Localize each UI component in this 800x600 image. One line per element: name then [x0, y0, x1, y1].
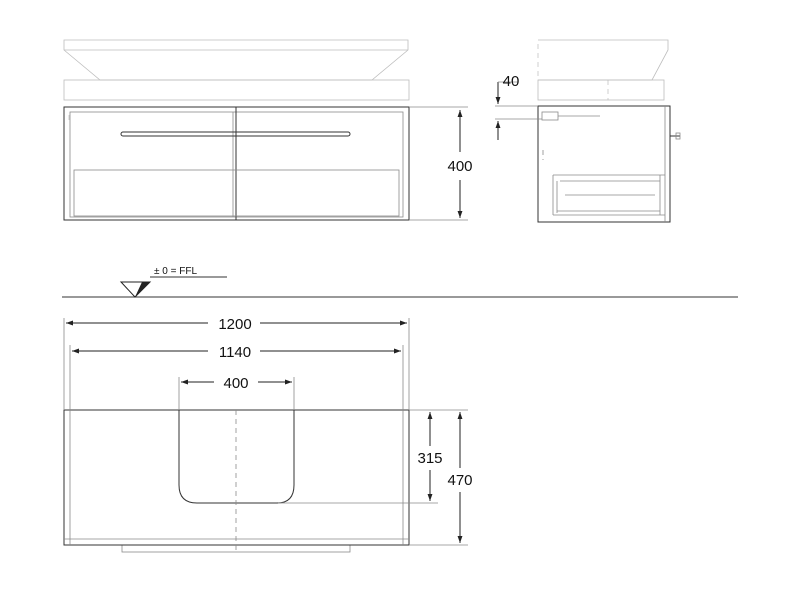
side-countertop: [537, 79, 665, 101]
side-pipe-block: [541, 111, 559, 121]
front-countertop: [63, 79, 410, 101]
plan-depth-dimension: 470: [447, 472, 472, 489]
plan-cutout-depth-dimension: 315: [417, 450, 442, 467]
front-handle: [120, 131, 351, 137]
side-basin-outline: [538, 39, 669, 81]
level-marker-fill: [135, 282, 150, 297]
plan-cutout-width-dimension: 400: [223, 375, 248, 392]
front-height-dimension: 400: [447, 158, 472, 175]
plan-width-overall-dimension: 1200: [218, 316, 251, 333]
side-cabinet-body: [537, 105, 671, 223]
side-wall-bolt-head: [675, 132, 681, 140]
plan-width-inner-dimension: 1140: [219, 344, 251, 361]
side-top-thickness-dimension: 40: [503, 73, 520, 90]
front-basin-outline: [63, 39, 409, 81]
front-lower-drawer: [73, 169, 400, 217]
side-elevation: 40: [495, 39, 681, 223]
plan-cutout: [178, 410, 295, 504]
plan-cabinet-outline: [63, 409, 410, 546]
level-label: ± 0 = FFL: [154, 266, 197, 277]
floor-level: ± 0 = FFL: [62, 266, 738, 298]
plan-view: 1200 1140 400 315 470: [63, 316, 473, 553]
front-elevation: 400: [63, 39, 473, 221]
